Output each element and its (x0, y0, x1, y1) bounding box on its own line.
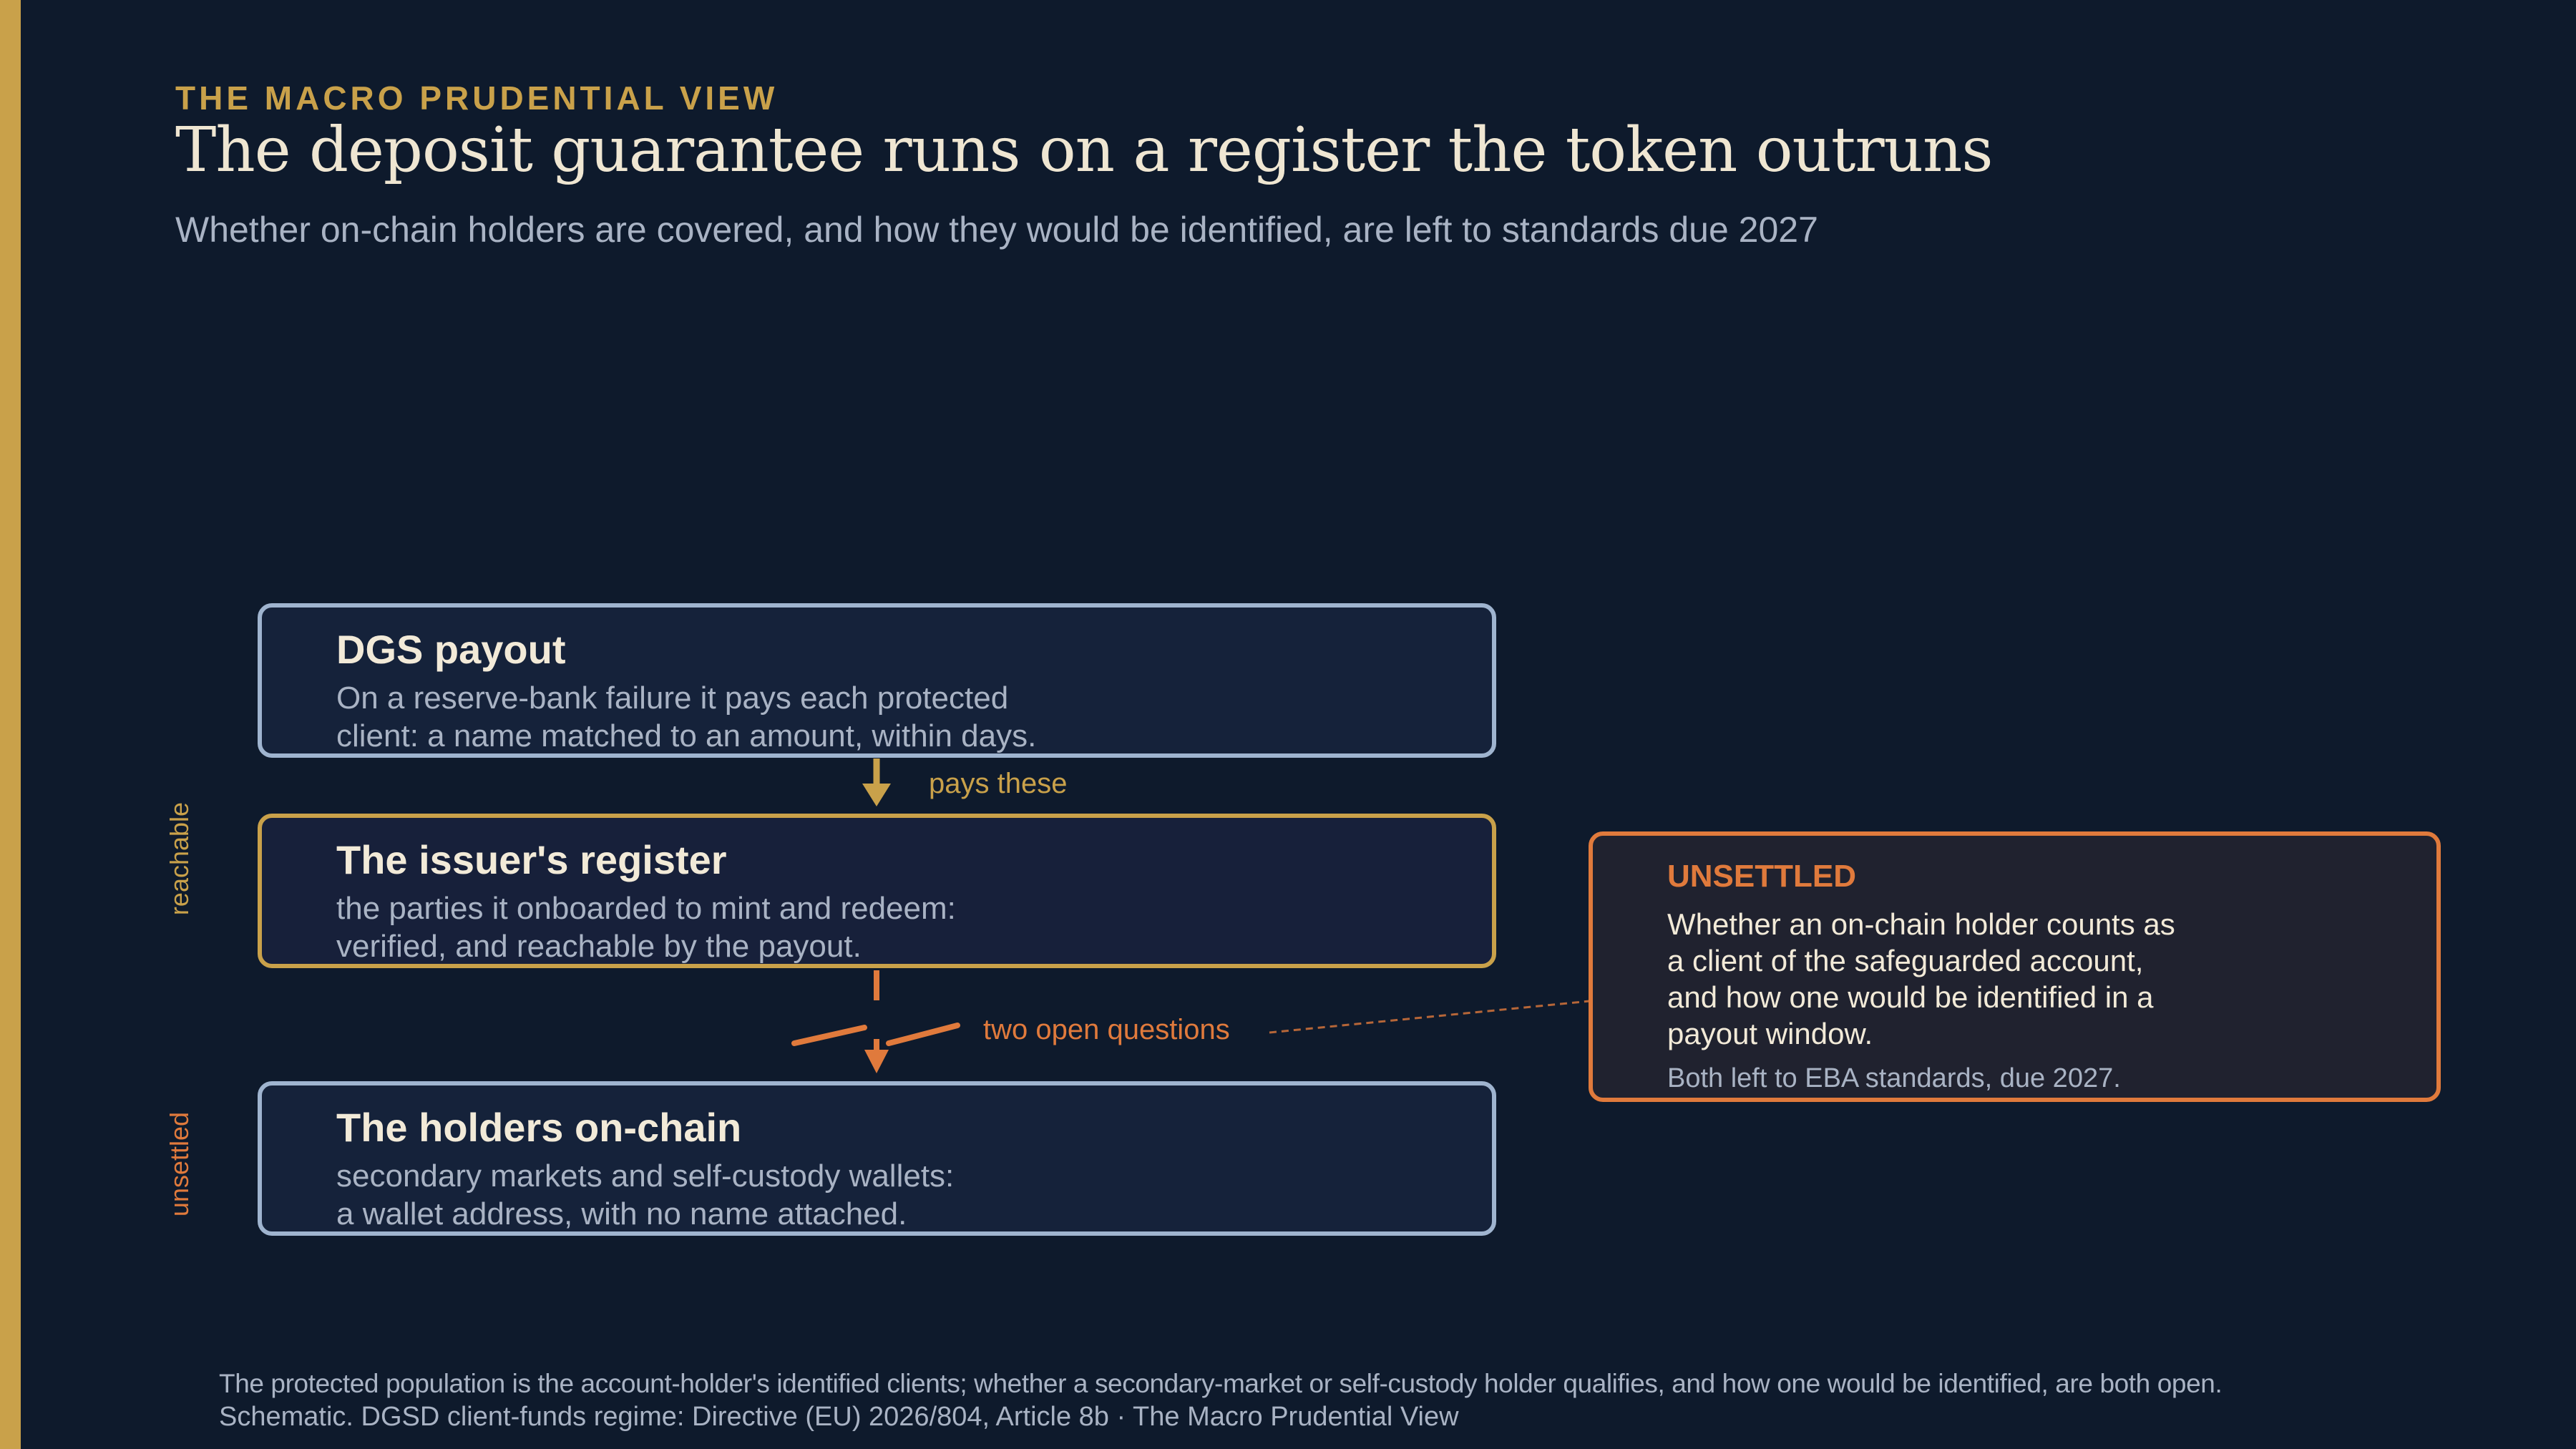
pays-arrow-head (862, 784, 891, 806)
broken-arrow-head (864, 1050, 889, 1073)
break-mark-right (886, 1023, 960, 1046)
page-title: The deposit guarantee runs on a register… (175, 114, 1994, 186)
pays-label: pays these (929, 768, 1068, 799)
side-label-reachable: reachable (165, 801, 194, 916)
note-body: Whether an on-chain holder counts as a c… (1667, 906, 2175, 1052)
open-questions-label: two open questions (983, 1014, 1230, 1045)
issuer-register-box: The issuer's register the parties it onb… (258, 814, 1496, 968)
side-label-unsettled: unsettled (165, 1111, 194, 1217)
note-line: payout window. (1667, 1017, 1873, 1050)
box-body: secondary markets and self-custody walle… (336, 1157, 954, 1233)
note-heading: UNSETTLED (1667, 859, 1856, 894)
leader-line (1269, 999, 1598, 1034)
box-line: secondary markets and self-custody walle… (336, 1158, 955, 1194)
kicker: THE MACRO PRUDENTIAL VIEW (175, 79, 779, 117)
dgs-payout-box: DGS payout On a reserve-bank failure it … (258, 603, 1496, 758)
box-title: DGS payout (336, 627, 566, 672)
box-title: The holders on-chain (336, 1105, 742, 1150)
footnote-source: Schematic. DGSD client-funds regime: Dir… (219, 1402, 1459, 1432)
box-title: The issuer's register (336, 837, 727, 882)
holders-onchain-box: The holders on-chain secondary markets a… (258, 1081, 1496, 1236)
box-line: On a reserve-bank failure it pays each p… (336, 680, 1009, 716)
note-line: Whether an on-chain holder counts as (1667, 907, 2175, 941)
box-line: client: a name matched to an amount, wit… (336, 718, 1037, 753)
box-line: a wallet address, with no name attached. (336, 1196, 907, 1231)
accent-bar (0, 0, 21, 1449)
box-body: On a reserve-bank failure it pays each p… (336, 679, 1036, 755)
footnote-summary: The protected population is the account-… (219, 1369, 2223, 1398)
note-line: and how one would be identified in a (1667, 980, 2154, 1014)
page-subtitle: Whether on-chain holders are covered, an… (175, 210, 1818, 250)
break-mark-left (791, 1025, 867, 1046)
note-line: a client of the safeguarded account, (1667, 944, 2144, 977)
box-body: the parties it onboarded to mint and red… (336, 889, 956, 965)
box-line: the parties it onboarded to mint and red… (336, 891, 956, 926)
note-footer: Both left to EBA standards, due 2027. (1667, 1063, 2121, 1093)
box-line: verified, and reachable by the payout. (336, 929, 862, 964)
unsettled-note-box: UNSETTLED Whether an on-chain holder cou… (1589, 831, 2441, 1102)
